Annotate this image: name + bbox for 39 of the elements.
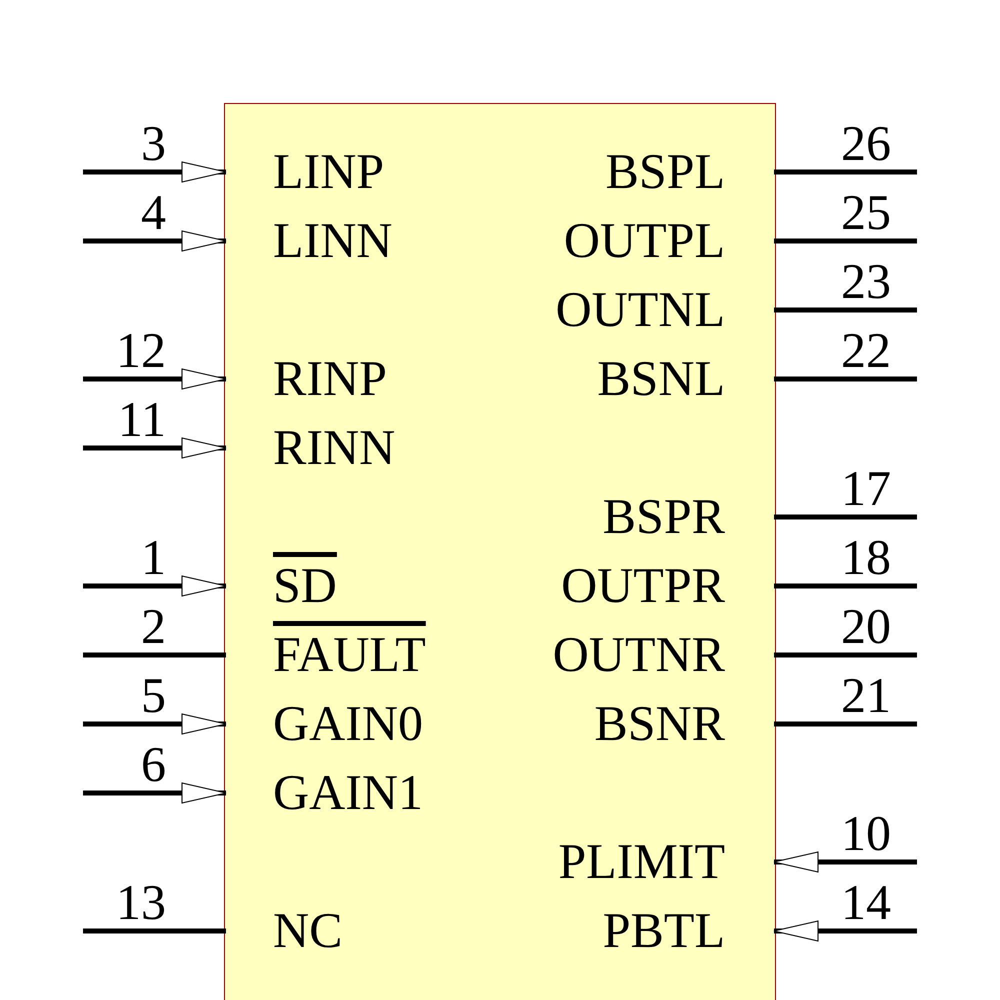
pin-name: OUTNR [552,629,778,679]
pin-line [83,576,226,596]
pin-line [83,368,226,390]
pin-name: GAIN0 [222,698,423,748]
chip-body [224,103,776,1000]
pin-name: GAIN1 [222,767,423,817]
pin-name: BSNR [594,698,778,748]
pin-line [83,230,226,252]
pin-name: SD [222,560,337,610]
pin-line [774,722,917,726]
pin-name: LINN [222,215,392,265]
pin-line [83,928,226,934]
pin-name: FAULT [222,629,426,679]
pin-name: BSPL [605,146,778,196]
pin-line [774,920,917,942]
pin-line [774,514,917,520]
pin-line [83,652,226,658]
pin-name: BSNL [597,353,778,403]
pin-line [774,852,917,872]
pin-line [774,238,917,244]
pin-name: PLIMIT [558,836,778,886]
pin-line [83,714,226,734]
pin-line [83,162,226,182]
pin-line [83,782,226,804]
pin-name: NC [222,905,342,955]
pin-line [774,170,917,174]
pin-name: PBTL [602,905,778,955]
pin-name: RINN [222,422,396,472]
pin-line [83,438,226,458]
pin-name: BSPR [602,491,778,541]
pin-name: LINP [222,146,384,196]
pin-name: RINP [222,353,387,403]
pin-line [774,308,917,312]
pin-name: OUTPL [564,215,778,265]
pin-line [774,652,917,658]
pin-name: OUTNL [556,284,778,334]
pin-line [774,584,917,588]
pin-name: OUTPR [561,560,778,610]
pin-line [774,376,917,382]
